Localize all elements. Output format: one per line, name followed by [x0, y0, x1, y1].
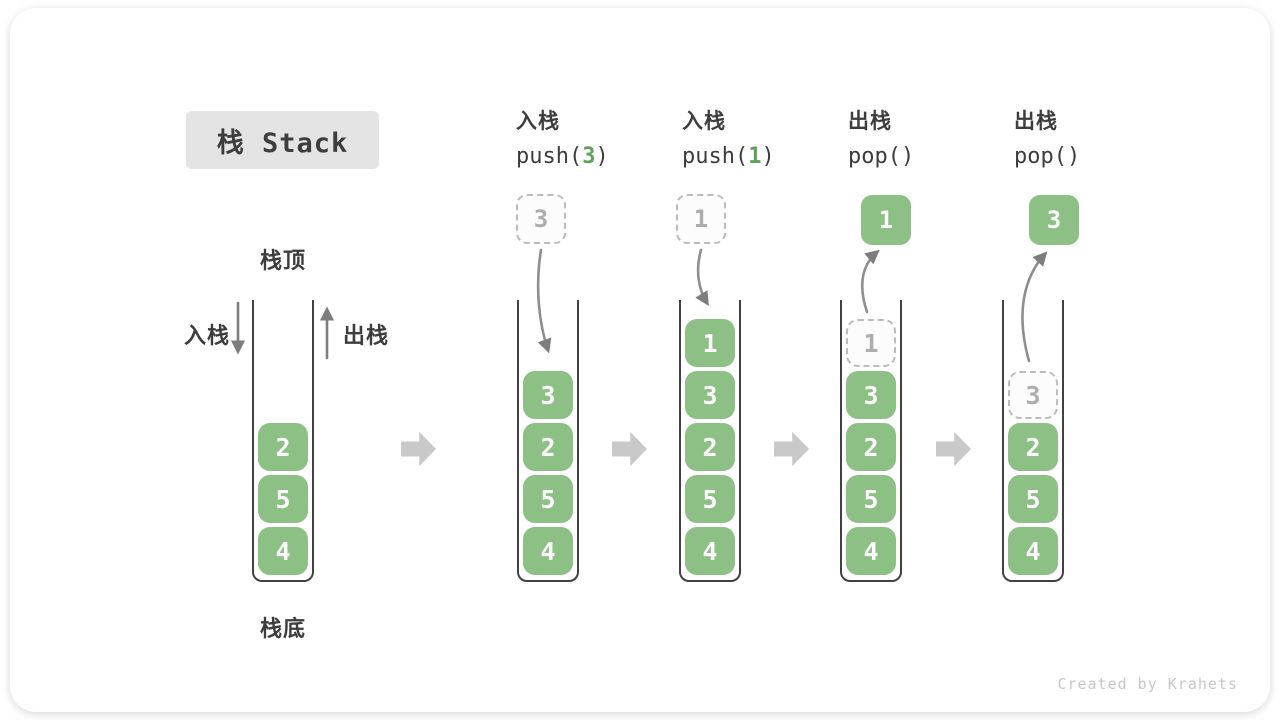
- stack-cell: 2: [685, 423, 735, 471]
- code-suffix: ): [595, 144, 609, 169]
- floating-value-push1: 1: [676, 194, 726, 244]
- stack-cell: 2: [846, 423, 896, 471]
- stack-cell-ghost: 3: [1008, 371, 1058, 419]
- stack-3-items: 1 3 2 5 4: [685, 319, 735, 575]
- operation-label-pop-2: 出栈 pop(): [1014, 105, 1164, 169]
- code-prefix: push(: [516, 144, 583, 169]
- floating-value-push3: 3: [516, 194, 566, 244]
- operation-label-push3: 入栈 push(3): [516, 105, 666, 169]
- stack-cell: 4: [1008, 527, 1058, 575]
- operation-name: 出栈: [1014, 110, 1058, 133]
- stack-top-label: 栈顶: [259, 248, 306, 273]
- operation-name: 入栈: [516, 110, 560, 133]
- stack-4-container: 1 3 2 5 4: [840, 300, 902, 582]
- stack-cell: 5: [258, 475, 308, 523]
- operation-code: push(1): [682, 144, 832, 169]
- diagram-title: 栈 Stack: [186, 111, 379, 169]
- stack-cell: 4: [846, 527, 896, 575]
- push-side-label: 入栈: [184, 323, 231, 348]
- stack-3-container: 1 3 2 5 4: [679, 300, 741, 582]
- stack-cell: 3: [685, 371, 735, 419]
- pop-side-label: 出栈: [343, 323, 390, 348]
- stack-cell: 4: [258, 527, 308, 575]
- operation-label-pop-1: 出栈 pop(): [848, 105, 998, 169]
- stack-5-container: 3 2 5 4: [1002, 300, 1064, 582]
- stack-cell: 4: [685, 527, 735, 575]
- stack-cell: 3: [523, 371, 573, 419]
- operation-code: pop(): [1014, 144, 1164, 169]
- stack-cell: 2: [258, 423, 308, 471]
- stack-cell: 4: [523, 527, 573, 575]
- stack-4-items: 1 3 2 5 4: [846, 319, 896, 575]
- stack-cell: 5: [523, 475, 573, 523]
- stack-1-container: 2 5 4: [252, 300, 314, 582]
- code-arg: 1: [748, 144, 762, 169]
- operation-label-push1: 入栈 push(1): [682, 105, 832, 169]
- operation-name: 入栈: [682, 110, 726, 133]
- floating-value-popped3: 3: [1029, 195, 1079, 245]
- stack-cell: 3: [846, 371, 896, 419]
- code-prefix: pop(: [1014, 144, 1067, 169]
- operation-code: pop(): [848, 144, 998, 169]
- diagram-title-label: 栈 Stack: [216, 127, 349, 159]
- code-suffix: ): [761, 144, 775, 169]
- stack-cell: 5: [685, 475, 735, 523]
- stack-1-items: 2 5 4: [258, 423, 308, 575]
- code-suffix: ): [1066, 144, 1081, 169]
- watermark: Created by Krahets: [1057, 675, 1238, 693]
- stack-cell: 5: [846, 475, 896, 523]
- stack-2-container: 3 2 5 4: [517, 300, 579, 582]
- stack-cell: 2: [1008, 423, 1058, 471]
- code-arg: 3: [582, 144, 596, 169]
- stack-cell: 2: [523, 423, 573, 471]
- stack-bottom-label: 栈底: [259, 616, 306, 641]
- stack-2-items: 3 2 5 4: [523, 371, 573, 575]
- stack-5-items: 3 2 5 4: [1008, 371, 1058, 575]
- stack-cell: 5: [1008, 475, 1058, 523]
- stack-cell-ghost: 1: [846, 319, 896, 367]
- operation-name: 出栈: [848, 110, 892, 133]
- code-prefix: push(: [682, 144, 749, 169]
- floating-value-popped1: 1: [861, 195, 911, 245]
- code-suffix: ): [900, 144, 915, 169]
- stack-cell: 1: [685, 319, 735, 367]
- code-prefix: pop(: [848, 144, 901, 169]
- operation-code: push(3): [516, 144, 666, 169]
